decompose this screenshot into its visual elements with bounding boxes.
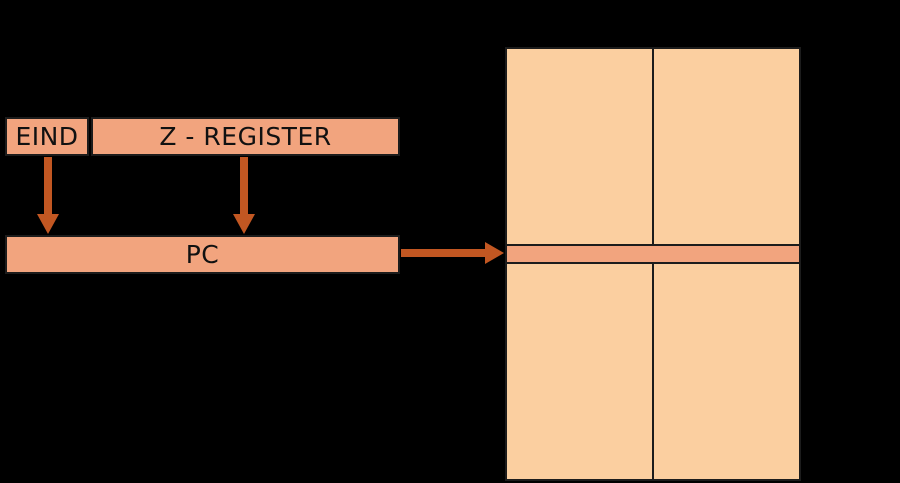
z-register-box: Z - REGISTER bbox=[91, 117, 400, 156]
program-memory-column-divider bbox=[652, 49, 654, 479]
program-memory-block bbox=[505, 47, 801, 481]
z-register-label: Z - REGISTER bbox=[159, 122, 332, 151]
eind-register-label: EIND bbox=[15, 122, 79, 151]
arrow-z-register-to-pc bbox=[233, 157, 255, 234]
program-memory-highlighted-row bbox=[507, 244, 799, 264]
pc-register-label: PC bbox=[185, 240, 220, 269]
arrow-eind-to-pc bbox=[37, 157, 59, 234]
eind-register-box: EIND bbox=[5, 117, 89, 156]
pc-register-box: PC bbox=[5, 235, 400, 274]
arrow-pc-to-program-memory bbox=[401, 242, 504, 264]
